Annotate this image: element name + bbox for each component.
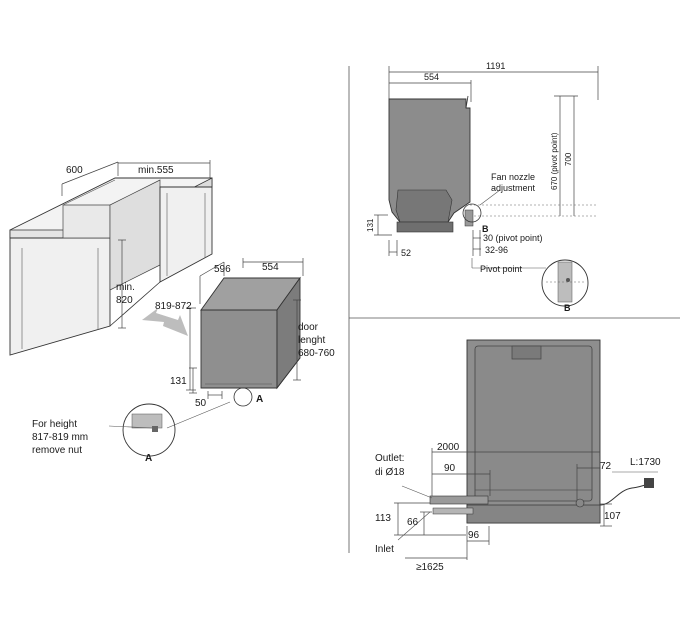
front-view-hoses xyxy=(429,478,654,515)
label-outlet: Outlet: xyxy=(375,453,404,464)
label-131-side: 131 xyxy=(366,218,375,232)
cabinet-dimensions xyxy=(61,160,211,329)
label-72: 72 xyxy=(600,461,612,472)
label-min1625: ≥1625 xyxy=(416,562,444,573)
label-670-pivot: 670 (pivot point) xyxy=(550,132,559,190)
label-131-left: 131 xyxy=(170,376,187,387)
label-32-96: 32-96 xyxy=(485,245,508,255)
label-outlet-diameter: di Ø18 xyxy=(375,467,405,478)
appliance-perspective xyxy=(200,276,301,390)
label-door-range: 680-760 xyxy=(298,348,335,359)
panel-dividers xyxy=(348,66,680,553)
label-554-top: 554 xyxy=(424,72,439,82)
label-l1730: L:1730 xyxy=(630,457,661,468)
appliance-dimensions xyxy=(186,258,304,399)
label-pivot-point: Pivot point xyxy=(480,264,523,274)
label-2000: 2000 xyxy=(437,442,460,453)
label-height-note-1: For height xyxy=(32,419,77,430)
label-819-872: 819-872 xyxy=(155,301,192,312)
label-96: 96 xyxy=(468,530,480,541)
label-596: 596 xyxy=(214,264,231,275)
plug-icon xyxy=(644,478,654,488)
label-107: 107 xyxy=(604,511,621,522)
label-66: 66 xyxy=(407,517,419,528)
marker-a-detail: A xyxy=(145,453,152,464)
label-min820-top: min. xyxy=(116,282,135,293)
detail-a-view xyxy=(108,401,231,457)
front-view-appliance xyxy=(466,339,601,524)
insertion-arrow-icon xyxy=(142,308,188,336)
side-view-dimensions xyxy=(374,66,599,256)
marker-a-main: A xyxy=(256,394,263,405)
detail-b-view xyxy=(471,258,589,307)
label-door-length: lenght xyxy=(298,335,325,346)
label-90: 90 xyxy=(444,463,456,474)
label-fan-nozzle: Fan nozzle xyxy=(491,172,535,182)
marker-b-side: B xyxy=(482,224,489,234)
marker-b-detail: B xyxy=(564,303,571,313)
label-554-left: 554 xyxy=(262,262,279,273)
label-height-note-2: 817-819 mm xyxy=(32,432,88,443)
label-1191: 1191 xyxy=(486,61,505,71)
label-min555: min.555 xyxy=(138,165,174,176)
cabinet-perspective xyxy=(9,177,213,356)
label-700: 700 xyxy=(564,152,573,166)
label-door: door xyxy=(298,322,319,333)
label-height-note-3: remove nut xyxy=(32,445,82,456)
label-inlet: Inlet xyxy=(375,544,394,555)
label-50: 50 xyxy=(195,398,207,409)
front-view-dimensions xyxy=(394,448,658,560)
label-fan-adjustment: adjustment xyxy=(491,183,536,193)
label-30-pivot: 30 (pivot point) xyxy=(483,233,543,243)
detail-a-marker xyxy=(233,387,253,407)
side-view-appliance xyxy=(388,95,501,233)
label-min820-bottom: 820 xyxy=(116,295,133,306)
label-600: 600 xyxy=(66,165,83,176)
label-52: 52 xyxy=(401,248,411,258)
label-113: 113 xyxy=(375,513,391,524)
